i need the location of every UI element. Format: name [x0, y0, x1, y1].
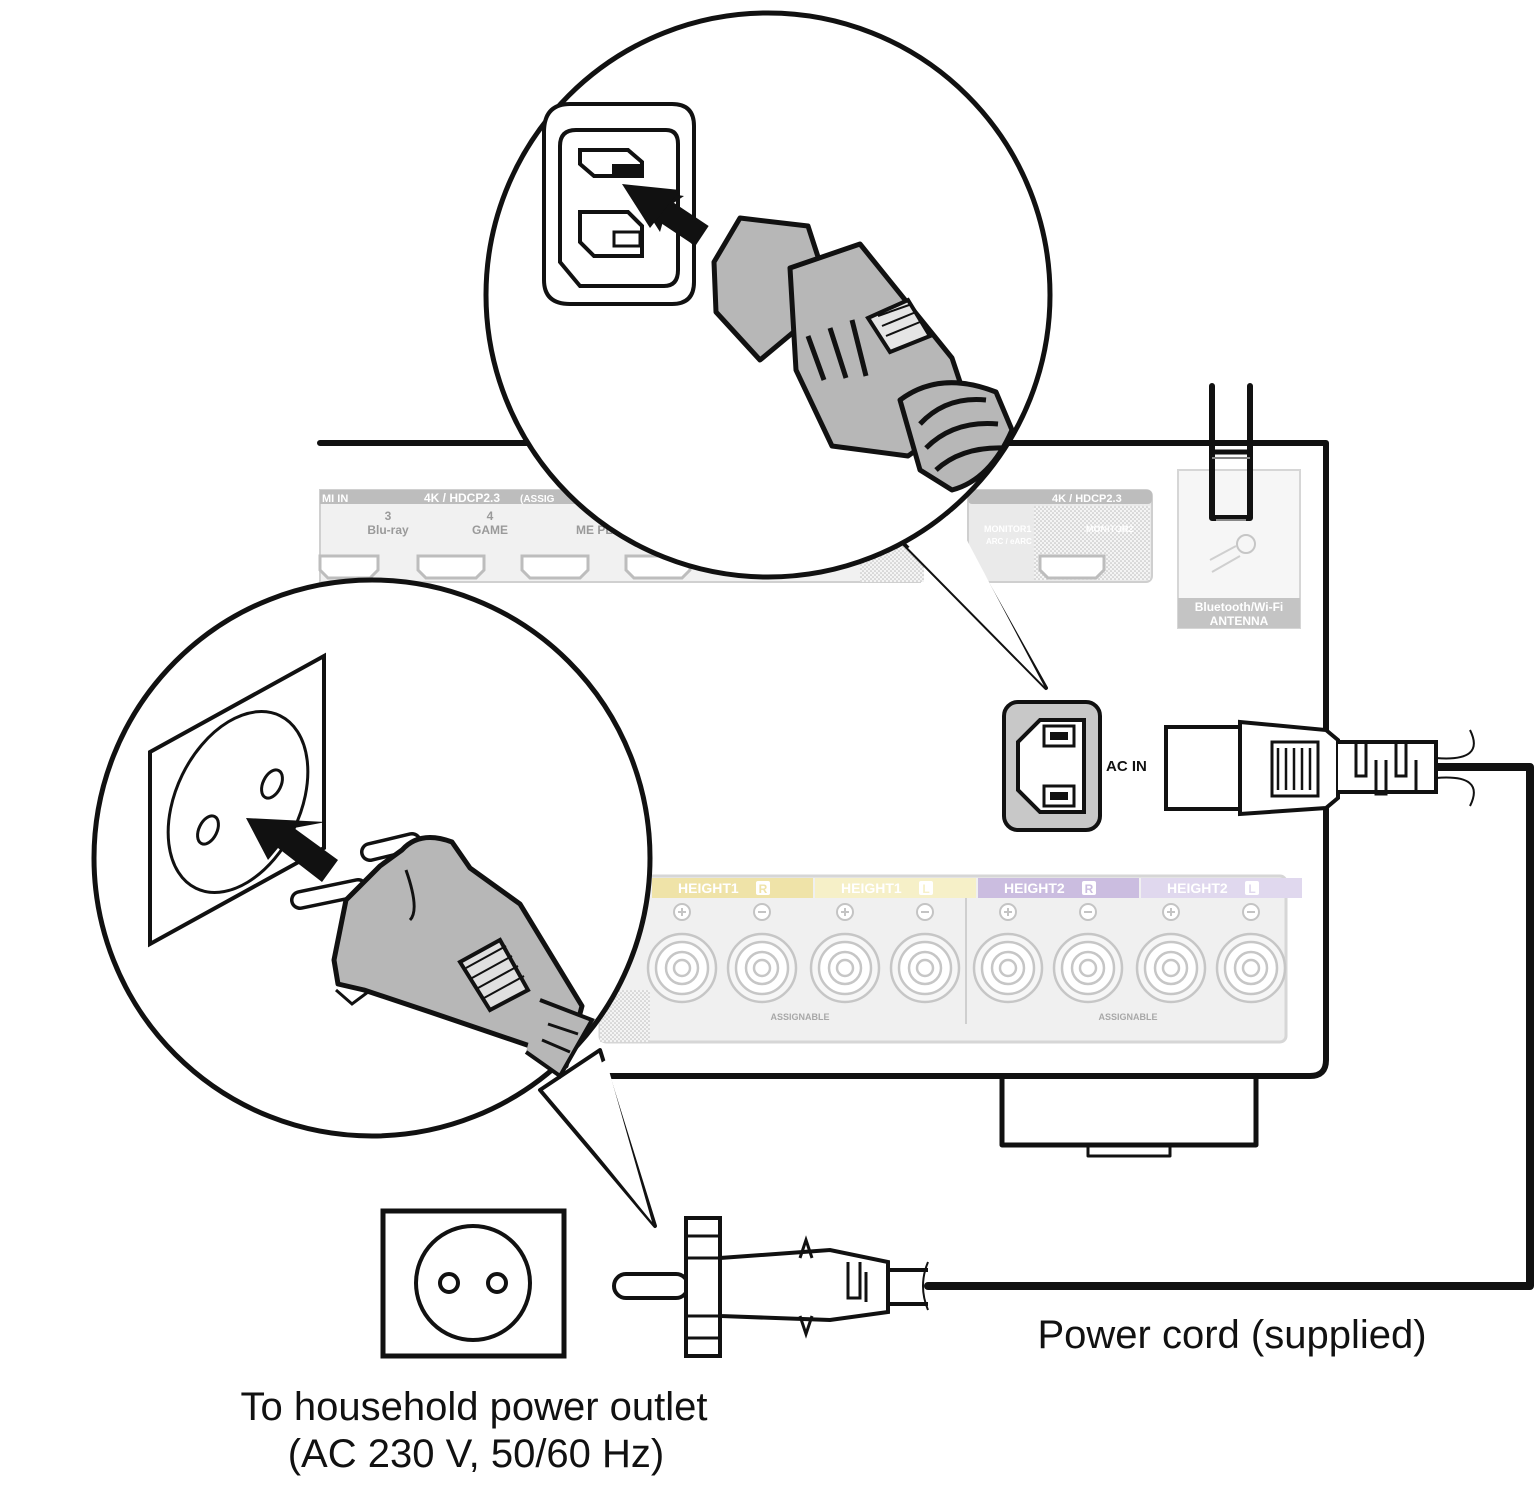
speaker-side-badge: [919, 881, 933, 895]
antenna-area: Bluetooth/Wi-Fi ANTENNA: [1177, 469, 1301, 629]
wall-plug-magnifier: [91, 577, 657, 1228]
speaker-terminals: ASSIGNABLE ASSIGNABLE HEIGHT1 R HEIGHT1 L HE…: [598, 874, 1302, 1044]
assignable-label-2: ASSIGNABLE: [1098, 1012, 1157, 1022]
binding-post-ring: [915, 958, 935, 978]
input-4-num: 4: [487, 509, 494, 523]
hdmi-monitor-port[interactable]: [1038, 554, 1106, 580]
ac-inlet-magnifier: [483, 10, 1053, 690]
plus-glyph: [1004, 908, 1012, 916]
speaker-side-text: R: [759, 882, 768, 896]
schuko-plug[interactable]: [612, 1216, 929, 1358]
hdcp-label-left: 4K / HDCP2.3: [424, 491, 500, 505]
binding-post-ring: [672, 958, 692, 978]
binding-post-ring: [1161, 958, 1181, 978]
speaker-side-text: L: [1248, 882, 1255, 896]
speaker-group-header: [652, 878, 813, 898]
binding-post-ring: [752, 958, 772, 978]
input-3-name: Blu-ray: [367, 523, 409, 537]
input-4-name: GAME: [472, 523, 508, 537]
monitor1-label: MONITOR1: [984, 524, 1031, 534]
speaker-side-badge: [1245, 881, 1259, 895]
outlet-label-line2: (AC 230 V, 50/60 Hz): [288, 1432, 665, 1476]
input-3-num: 3: [385, 509, 392, 523]
antenna-label-line1: Bluetooth/Wi-Fi: [1195, 600, 1284, 614]
binding-post-ring: [1241, 958, 1261, 978]
plus-glyph: [1167, 908, 1175, 916]
hdcp-label-right: 4K / HDCP2.3: [1052, 493, 1122, 505]
monitor1-sub: ARC / eARC: [986, 537, 1032, 546]
speaker-group-header: [815, 878, 976, 898]
hdmi-port[interactable]: [520, 554, 590, 580]
hdmi-port[interactable]: [416, 554, 486, 580]
speaker-side-badge: [1082, 881, 1096, 895]
assignable-label-1: ASSIGNABLE: [770, 1012, 829, 1022]
binding-post-ring: [998, 958, 1018, 978]
antenna-rotate-icon: [1236, 534, 1256, 554]
speaker-group-label: HEIGHT1: [678, 880, 739, 896]
monitor2-label: MONITOR2: [1086, 524, 1133, 534]
hdmi-in-label: MI IN: [322, 493, 348, 505]
antenna[interactable]: [1209, 383, 1253, 521]
ac-in-label: AC IN: [1106, 758, 1147, 775]
speaker-side-text: L: [922, 882, 929, 896]
speaker-group-label: HEIGHT2: [1167, 880, 1228, 896]
hdmi-monitor-block: 4K / HDCP2.3 MONITOR1 ARC / eARC MONITOR…: [967, 489, 1153, 583]
power-cord: [612, 719, 1534, 1358]
binding-post-ring: [835, 958, 855, 978]
iec-inlet-closeup: [542, 102, 696, 306]
speaker-side-text: R: [1085, 882, 1094, 896]
plug-in-arrow-icon: [246, 818, 338, 882]
iec-plug-closeup: [711, 215, 1015, 493]
schuko-plug-closeup: [290, 832, 595, 1079]
antenna-label-line2: ANTENNA: [1210, 614, 1269, 628]
speaker-group-label: HEIGHT1: [841, 880, 902, 896]
speaker-group-header: [978, 878, 1139, 898]
ac-in-socket[interactable]: [1002, 700, 1102, 832]
power-cord-label: Power cord (supplied): [1037, 1313, 1426, 1357]
speaker-group-label: HEIGHT2: [1004, 880, 1065, 896]
iec-connector[interactable]: [1164, 719, 1475, 817]
assign-label: (ASSIG: [520, 494, 555, 505]
outlet-label-line1: To household power outlet: [241, 1385, 708, 1429]
speaker-group-header: [1141, 878, 1302, 898]
binding-post-ring: [1078, 958, 1098, 978]
hdmi-port[interactable]: [318, 554, 380, 580]
speaker-side-badge: [756, 881, 770, 895]
plus-glyph: [841, 908, 849, 916]
plus-glyph: [678, 908, 686, 916]
wall-outlet[interactable]: [380, 1208, 567, 1359]
